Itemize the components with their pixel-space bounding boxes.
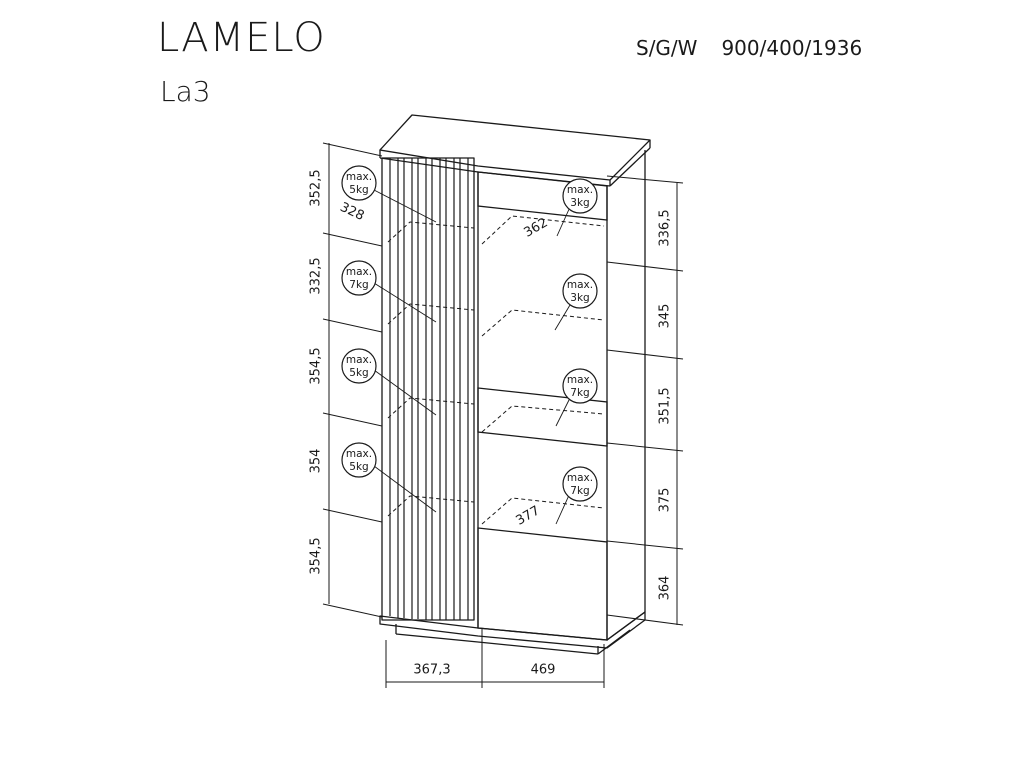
shelf-depth-label: 328	[338, 200, 367, 224]
load-badge-weight-text: 3kg	[570, 292, 589, 304]
dimensions-value: 900/400/1936	[721, 36, 863, 60]
left-height-label: 332,5	[309, 257, 324, 294]
overall-dimensions: S/G/W 900/400/1936	[636, 38, 862, 58]
load-badge-max-text: max.	[567, 472, 593, 484]
load-badge-max-text: max.	[346, 266, 372, 278]
left-height-label: 354	[309, 449, 324, 474]
top-drawer-front	[477, 171, 608, 221]
dimensions-label: S/G/W	[636, 36, 698, 60]
load-badge-max-text: max.	[346, 171, 372, 183]
load-badge-weight-text: 3kg	[570, 197, 589, 209]
load-badge-weight-text: 7kg	[349, 279, 368, 291]
shelf-depth-label: 377	[513, 503, 542, 528]
load-badge	[562, 273, 598, 309]
load-badge	[341, 165, 377, 201]
bottom-door-front	[477, 527, 608, 641]
shelf-right-3	[481, 405, 605, 433]
load-badge	[562, 178, 598, 214]
shelf-right-2	[481, 309, 605, 337]
load-badge-max-text: max.	[346, 448, 372, 460]
shelf-right-4	[481, 497, 605, 525]
bottom-width-label: 469	[531, 663, 556, 678]
middle-drawer-front	[477, 387, 608, 447]
lamella-slats	[389, 158, 469, 620]
shelf-left-4	[387, 495, 475, 517]
right-height-label: 375	[658, 488, 673, 513]
load-badge-max-text: max.	[567, 184, 593, 196]
shelf-depth-label: 362	[521, 215, 550, 240]
load-badge-weight-text: 7kg	[570, 485, 589, 497]
load-badge	[341, 442, 377, 478]
shelf-left-3	[387, 397, 475, 419]
left-height-label: 352,5	[309, 169, 324, 206]
load-badge-max-text: max.	[567, 279, 593, 291]
product-title: LAMELO	[157, 15, 326, 61]
right-height-label: 345	[658, 304, 673, 329]
left-height-label: 354,5	[309, 537, 324, 574]
lamella-door	[381, 157, 475, 621]
load-badge-max-text: max.	[346, 354, 372, 366]
load-badge-max-text: max.	[567, 374, 593, 386]
shelf-left-2	[387, 303, 475, 325]
shelf-left-1	[387, 221, 475, 243]
load-badge-weight-text: 5kg	[349, 184, 368, 196]
load-badge	[341, 348, 377, 384]
load-badge	[562, 368, 598, 404]
right-height-label: 364	[658, 576, 673, 601]
right-height-label: 336,5	[658, 209, 673, 246]
load-badge-weight-text: 5kg	[349, 367, 368, 379]
load-badge-weight-text: 7kg	[570, 387, 589, 399]
bottom-width-label: 367,3	[413, 663, 450, 678]
model-code: La3	[160, 75, 211, 108]
load-badge-weight-text: 5kg	[349, 461, 368, 473]
load-badge	[562, 466, 598, 502]
cabinet-plinth	[379, 611, 646, 649]
load-badge	[341, 260, 377, 296]
cabinet-top	[379, 114, 651, 181]
right-height-label: 351,5	[658, 387, 673, 424]
left-height-label: 354,5	[309, 347, 324, 384]
